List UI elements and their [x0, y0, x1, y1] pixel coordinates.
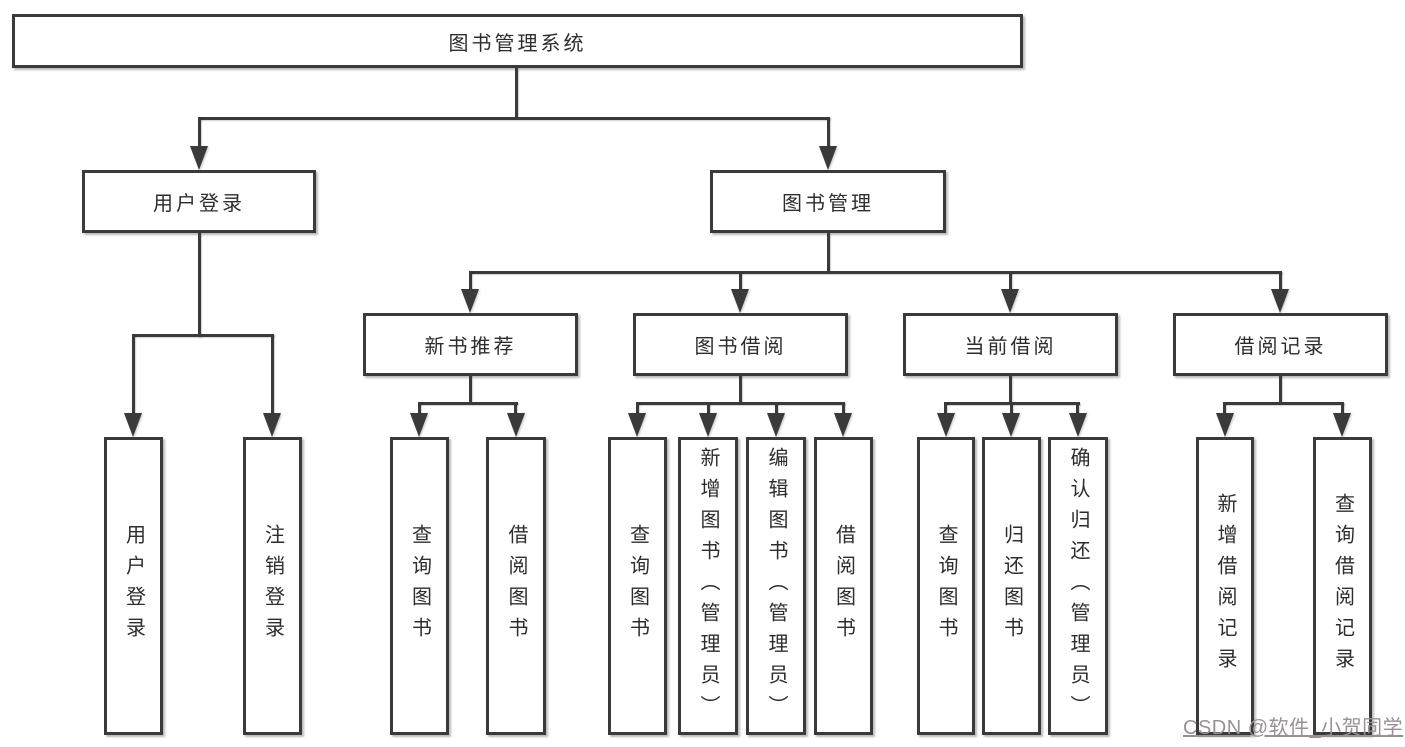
leaf-query-borrow-record: 查询借阅记录 [1313, 437, 1372, 735]
node-new-book-recommend: 新书推荐 [363, 313, 578, 376]
connector-line [739, 375, 742, 404]
connector-line [1076, 402, 1079, 415]
leaf-edit-book-admin: 编辑图书（管理员） [746, 437, 806, 735]
connector-line [198, 117, 201, 148]
connector-line [469, 375, 472, 404]
connector-line [1341, 402, 1344, 415]
leaf-label: 编辑图书（管理员） [765, 446, 787, 726]
connector-line [842, 402, 845, 415]
node-current-borrow: 当前借阅 [903, 313, 1118, 376]
leaf-label: 查询图书 [408, 524, 431, 648]
connector-line [132, 334, 135, 414]
arrow-down-icon [834, 413, 852, 437]
arrow-down-icon [263, 413, 281, 437]
leaf-query-books-borrow: 查询图书 [608, 437, 667, 735]
leaf-label: 注销登录 [261, 524, 284, 648]
watermark: CSDN @软件_小贺同学 [1183, 717, 1404, 739]
arrow-down-icon [1069, 413, 1087, 437]
node-root: 图书管理系统 [12, 14, 1023, 68]
node-book-management: 图书管理 [710, 170, 946, 233]
connector-line [198, 117, 830, 120]
connector-line [514, 402, 517, 415]
connector-line [827, 233, 830, 273]
leaf-label: 借阅图书 [505, 524, 527, 648]
connector-line [739, 271, 742, 291]
connector-line [198, 233, 201, 337]
leaf-confirm-return-admin: 确认归还（管理员） [1048, 437, 1108, 735]
connector-line [1223, 402, 1344, 405]
connector-line [469, 271, 1282, 274]
arrow-down-icon [767, 413, 785, 437]
leaf-label: 查询图书 [935, 524, 957, 648]
leaf-borrow-books-recommend: 借阅图书 [486, 437, 546, 735]
arrow-down-icon [1271, 289, 1289, 313]
connector-line [1009, 271, 1012, 291]
leaf-label: 借阅图书 [832, 524, 855, 648]
leaf-add-book-admin: 新增图书（管理员） [678, 437, 738, 735]
leaf-label: 用户登录 [122, 524, 145, 648]
node-borrow-records: 借阅记录 [1173, 313, 1388, 376]
connector-line [469, 271, 472, 291]
connector-line [271, 334, 274, 414]
arrow-down-icon [699, 413, 717, 437]
arrow-down-icon [1001, 289, 1019, 313]
arrow-down-icon [1216, 413, 1234, 437]
leaf-label: 归还图书 [1000, 524, 1023, 648]
arrow-down-icon [507, 413, 525, 437]
connector-line [636, 402, 639, 415]
node-user-login: 用户登录 [82, 170, 316, 233]
arrow-down-icon [937, 413, 955, 437]
leaf-return-books: 归还图书 [982, 437, 1041, 735]
connector-line [775, 402, 778, 415]
leaf-add-borrow-record: 新增借阅记录 [1196, 437, 1254, 735]
connector-line [1009, 375, 1012, 404]
connector-line [418, 402, 518, 405]
arrow-down-icon [190, 146, 208, 170]
leaf-label: 查询借阅记录 [1331, 493, 1354, 679]
leaf-label: 新增借阅记录 [1214, 493, 1236, 679]
arrow-down-icon [124, 413, 142, 437]
leaf-borrow-books: 借阅图书 [814, 437, 873, 735]
arrow-down-icon [410, 413, 428, 437]
arrow-down-icon [1333, 413, 1351, 437]
connector-line [944, 402, 947, 415]
arrow-down-icon [628, 413, 646, 437]
connector-line [827, 117, 830, 148]
connector-line [1010, 402, 1013, 415]
connector-line [1279, 375, 1282, 404]
connector-line [707, 402, 710, 415]
connector-line [636, 402, 845, 405]
leaf-label: 新增图书（管理员） [697, 446, 719, 726]
arrow-down-icon [461, 289, 479, 313]
leaf-user-login: 用户登录 [104, 437, 163, 735]
leaf-query-books-recommend: 查询图书 [390, 437, 449, 735]
connector-line [1223, 402, 1226, 415]
arrow-down-icon [1002, 413, 1020, 437]
leaf-label: 确认归还（管理员） [1067, 446, 1089, 726]
node-book-borrow: 图书借阅 [633, 313, 848, 376]
connector-line [515, 68, 518, 117]
connector-line [418, 402, 421, 415]
connector-line [1279, 271, 1282, 291]
arrow-down-icon [731, 289, 749, 313]
connector-line [132, 334, 274, 337]
arrow-down-icon [819, 146, 837, 170]
leaf-label: 查询图书 [626, 524, 649, 648]
leaf-logout: 注销登录 [243, 437, 302, 735]
leaf-query-books-current: 查询图书 [917, 437, 975, 735]
